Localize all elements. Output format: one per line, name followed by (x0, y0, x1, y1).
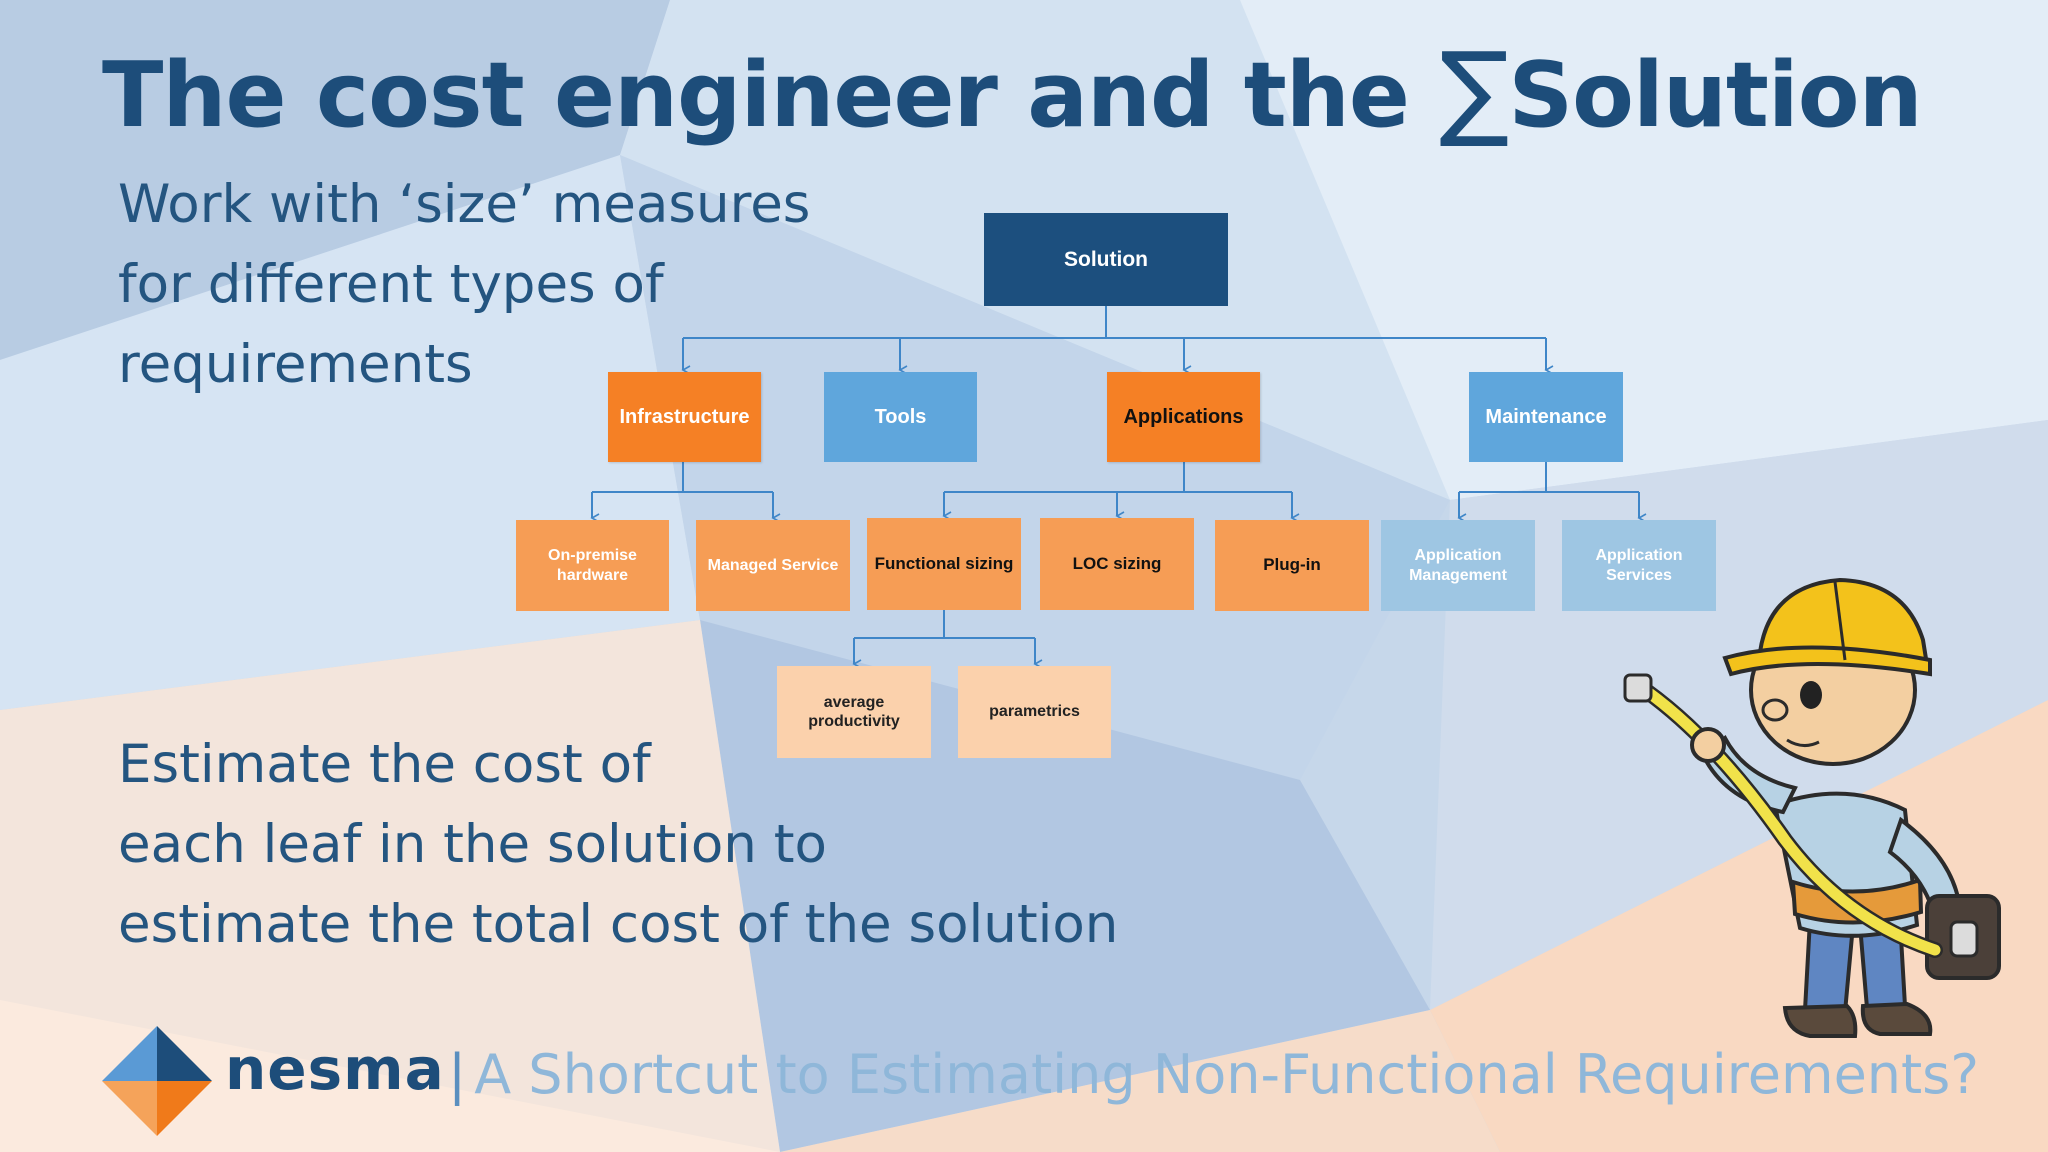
footer-text: A Shortcut to Estimating Non-Functional … (474, 1043, 1979, 1106)
node-loc-sizing: LOC sizing (1040, 518, 1194, 610)
title-suffix: Solution (1508, 43, 1922, 148)
node-functional-sizing: Functional sizing (867, 518, 1021, 610)
node-application-management: Application Management (1381, 520, 1535, 611)
slide-title: The cost engineer and the ∑Solution (102, 28, 1923, 153)
estimate-line: each leaf in the solution to (118, 814, 827, 875)
intro-line: for different types of (118, 254, 664, 315)
footer-separator: | (448, 1043, 467, 1106)
brand-name: nesma (225, 1035, 445, 1103)
estimate-line: estimate the total cost of the solution (118, 894, 1119, 955)
node-average-productivity: average productivity (777, 666, 931, 758)
intro-paragraph: Work with ‘size’ measures for different … (118, 165, 810, 405)
construction-worker-illustration (1623, 577, 2001, 1038)
intro-line: Work with ‘size’ measures (118, 174, 811, 235)
estimate-line: Estimate the cost of (118, 734, 651, 795)
node-plug-in: Plug-in (1215, 520, 1369, 611)
intro-line: requirements (118, 334, 473, 395)
footer-subtitle: |A Shortcut to Estimating Non-Functional… (448, 1043, 1979, 1106)
node-managed-service: Managed Service (696, 520, 850, 611)
node-on-premise-hardware: On-premise hardware (516, 520, 669, 611)
node-infrastructure: Infrastructure (608, 372, 761, 462)
node-maintenance: Maintenance (1469, 372, 1623, 462)
node-applications: Applications (1107, 372, 1260, 462)
sigma-symbol: ∑ (1439, 29, 1509, 151)
node-solution: Solution (984, 213, 1228, 306)
node-parametrics: parametrics (958, 666, 1111, 758)
node-application-services: Application Services (1562, 520, 1716, 611)
title-prefix: The cost engineer and the (102, 43, 1440, 148)
estimate-paragraph: Estimate the cost of each leaf in the so… (118, 725, 1118, 965)
nesma-logo-icon (102, 1026, 212, 1136)
node-tools: Tools (824, 372, 977, 462)
